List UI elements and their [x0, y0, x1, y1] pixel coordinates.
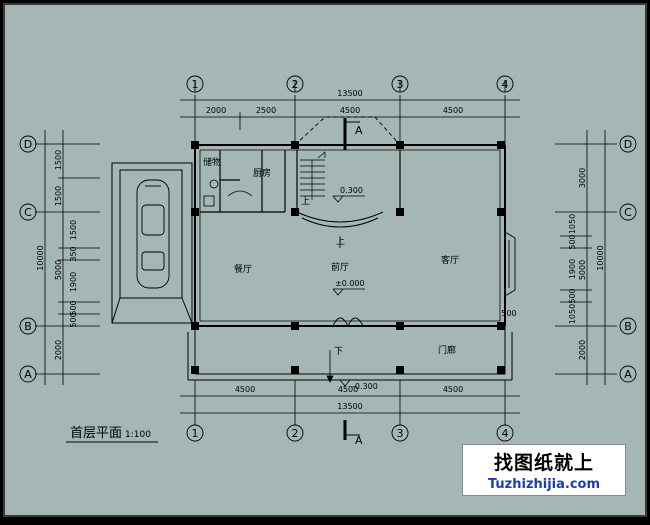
- stair-down-label: 下: [334, 347, 343, 357]
- axis-label-b-right: B: [624, 320, 632, 333]
- left-dim-6: 500: [69, 300, 78, 315]
- top-dim-3: 4500: [340, 106, 360, 115]
- curved-landing: [296, 211, 384, 228]
- bay-window: [504, 231, 516, 297]
- stair-up-label-1: 上: [301, 196, 310, 207]
- axis-label-1-top: 1: [192, 78, 199, 91]
- left-dimension-lines: [35, 130, 100, 385]
- bottom-dimension-lines: [180, 380, 520, 425]
- carport: [111, 162, 193, 324]
- axis-label-d-right: D: [624, 138, 632, 151]
- right-dim-7: 5000: [578, 260, 587, 280]
- top-bay-dashed: [294, 116, 401, 146]
- sheet-border: [3, 3, 647, 517]
- axis-label-a-left: A: [24, 368, 32, 381]
- room-storage: 储物: [203, 156, 221, 168]
- axis-label-3-top: 3: [397, 78, 404, 91]
- section-mark-top: A: [355, 124, 363, 137]
- right-dim-8: 2000: [578, 340, 587, 360]
- logo-domain-text: Tuzhizhijia.com: [487, 477, 601, 492]
- axis-label-c-left: C: [24, 206, 32, 219]
- kitchen-fixtures: [203, 179, 253, 207]
- right-dim-6: 1050: [568, 304, 577, 324]
- axis-bubbles-right: [619, 135, 637, 383]
- level-main: ±0.000: [335, 279, 365, 288]
- room-dining: 餐厅: [234, 263, 252, 275]
- left-dim-4: 350: [69, 246, 78, 261]
- car-icon: [136, 179, 170, 289]
- stair-up-label-2: 上: [336, 236, 345, 247]
- right-dim-4: 1900: [568, 259, 577, 279]
- axis-label-2-top: 2: [292, 78, 299, 91]
- axis-label-4-top: 4: [502, 78, 509, 91]
- left-dim-2: 1500: [54, 186, 63, 206]
- axis-bubbles-top: [186, 75, 514, 93]
- bottom-dim-3: 4500: [443, 385, 463, 394]
- stair-arrows: [326, 237, 341, 383]
- axis-label-2-bottom: 2: [292, 427, 299, 440]
- left-dim-9: 2000: [54, 340, 63, 360]
- room-foyer: 前厅: [331, 261, 349, 273]
- left-dim-3: 1500: [69, 220, 78, 240]
- axis-bubbles-left: [19, 135, 37, 383]
- axis-label-4-bottom: 4: [502, 427, 509, 440]
- top-total-dim: 13500: [337, 89, 362, 98]
- bottom-total-dim: 13500: [337, 402, 362, 411]
- bottom-dim-1: 4500: [235, 385, 255, 394]
- staircase: [300, 151, 326, 200]
- axis-label-1-bottom: 1: [192, 427, 199, 440]
- level-upper: 0.300: [340, 186, 363, 195]
- level-outside: -0.300: [352, 382, 378, 391]
- bottom-dim-2: 4500: [338, 385, 358, 394]
- axis-label-a-right: A: [624, 368, 632, 381]
- axis-label-b-left: B: [24, 320, 32, 333]
- top-dim-4: 4500: [443, 106, 463, 115]
- left-dim-5: 1900: [69, 272, 78, 292]
- level-markers: [332, 195, 375, 387]
- left-dim-7: 500: [69, 312, 78, 327]
- axis-bubbles-bottom: [186, 424, 514, 442]
- right-dim-2: 1050: [568, 214, 577, 234]
- room-porch: 门廊: [438, 344, 456, 356]
- logo-chinese-text: 找图纸就上: [493, 452, 594, 474]
- entrance-doors: [332, 317, 364, 327]
- room-kitchen: 厨房: [253, 167, 271, 179]
- left-dim-8: 5000: [54, 260, 63, 280]
- axis-label-d-left: D: [24, 138, 32, 151]
- right-dim-5: 500: [568, 288, 577, 303]
- section-mark-bottom: A: [355, 434, 363, 447]
- right-dim-1: 3000: [578, 168, 587, 188]
- top-dim-2: 2500: [256, 106, 276, 115]
- room-living: 客厅: [441, 254, 459, 266]
- right-total-dim: 10000: [596, 245, 605, 270]
- right-dim-3: 500: [568, 234, 577, 249]
- left-dim-1: 1500: [54, 150, 63, 170]
- right-dimension-lines: [555, 130, 617, 385]
- left-total-dim: 10000: [36, 245, 45, 270]
- sheet-background: [4, 4, 646, 516]
- drawing-title: 首层平面: [70, 426, 122, 441]
- drawing-scale: 1:100: [125, 430, 151, 440]
- watermark-logo: 找图纸就上 Tuzhizhijia.com: [462, 444, 626, 496]
- interior-walls: [200, 150, 401, 213]
- side-wall-dim: 500: [501, 309, 516, 318]
- top-dim-1: 2000: [206, 106, 226, 115]
- axis-label-3-bottom: 3: [397, 427, 404, 440]
- section-marks: [343, 118, 360, 440]
- axis-label-c-right: C: [624, 206, 632, 219]
